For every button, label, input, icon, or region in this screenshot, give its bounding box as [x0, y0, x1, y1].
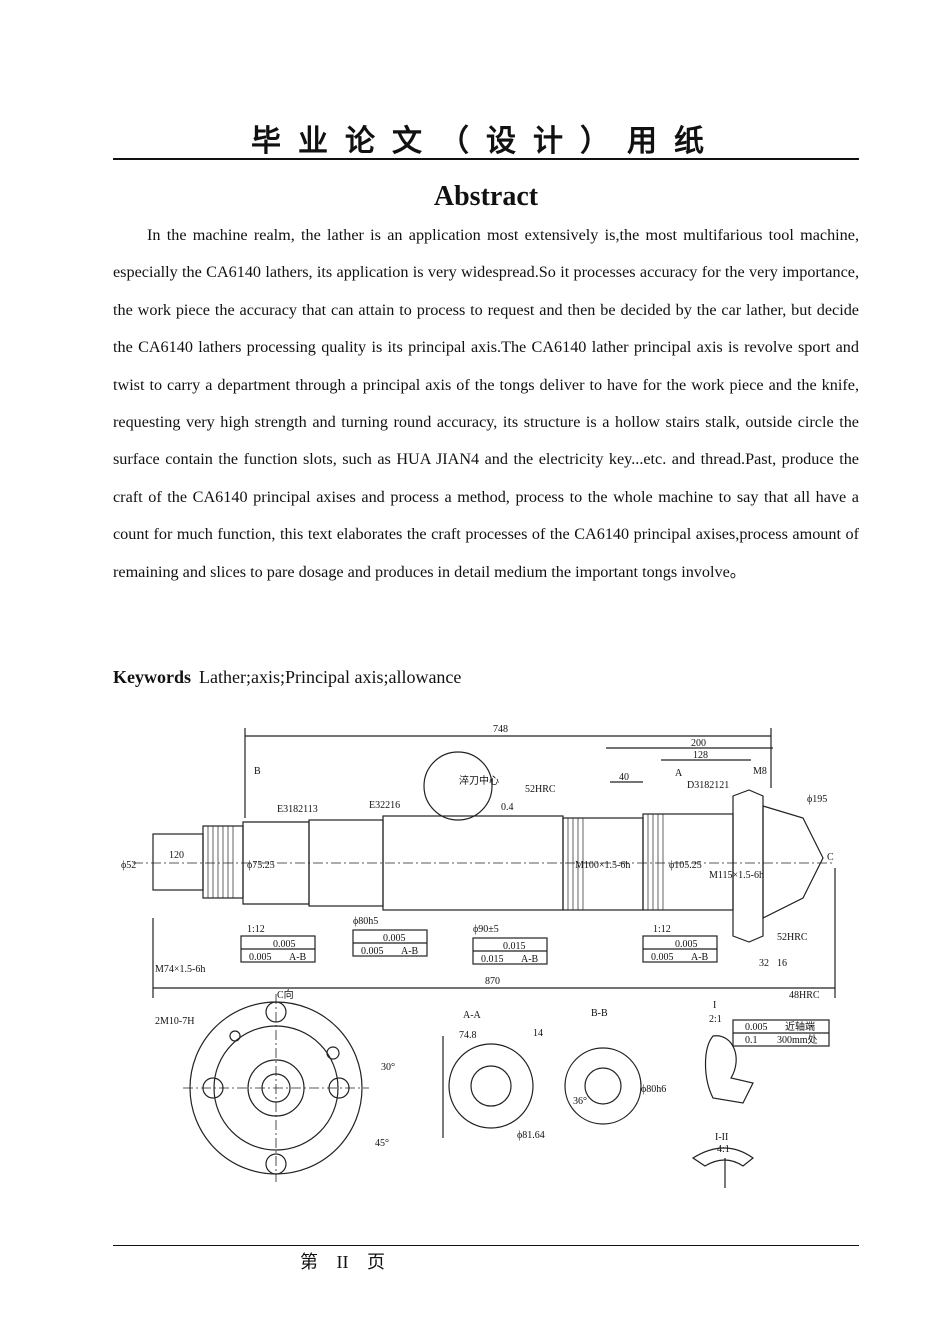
dim-36: 36° — [573, 1096, 587, 1107]
label-52hrc: 52HRC — [525, 784, 556, 795]
dim-75: ϕ75.25 — [247, 860, 275, 871]
dim-m8: M8 — [753, 766, 767, 777]
page-header-title: 毕业论文（设计）用纸 — [251, 124, 721, 159]
note-d: 300mm处 — [777, 1034, 818, 1046]
dim-14: 14 — [533, 1028, 543, 1039]
label-center: 淬刀中心 — [459, 774, 499, 787]
tol-d: 0.1 — [745, 1035, 758, 1046]
label-ra: 0.4 — [501, 802, 514, 813]
abstract-title: Abstract — [433, 181, 539, 212]
taper-right: 1:12 — [653, 924, 671, 935]
keywords-label: Keywords — [113, 667, 191, 687]
dim-81: ϕ81.64 — [517, 1130, 545, 1141]
dim-32: 32 — [759, 958, 769, 969]
tol-frame-4a: 0.005 — [675, 939, 698, 950]
dim-e32216: E32216 — [369, 800, 400, 811]
dim-195: ϕ195 — [807, 794, 827, 805]
angle-30: 30° — [381, 1062, 395, 1073]
tol-frame-4-datum: A-B — [691, 952, 709, 963]
tol-frame-4b: 0.005 — [651, 952, 674, 963]
footer-rule — [113, 1245, 859, 1246]
header-rule — [113, 158, 859, 160]
section-aa: A-A — [463, 1010, 482, 1021]
tol-frame-1a: 0.005 — [273, 939, 296, 950]
dim-74: 74.8 — [459, 1030, 477, 1041]
detail-i-scale: 2:1 — [709, 1014, 722, 1025]
dim-200: 200 — [691, 738, 706, 749]
abstract-body: In the machine realm, the lather is an a… — [113, 226, 859, 581]
angle-45: 45° — [375, 1138, 389, 1149]
tol-frame-1b: 0.005 — [249, 952, 272, 963]
dim-total-bottom: 870 — [485, 976, 500, 987]
dim-m115: M115×1.5-6h — [709, 870, 764, 881]
mark-c: C — [827, 852, 834, 863]
label-m10: 2M10-7H — [155, 1016, 194, 1027]
section-bb: B-B — [591, 1008, 608, 1019]
dim-16: 16 — [777, 958, 787, 969]
label-52hrc-b: 52HRC — [777, 932, 808, 943]
keywords-value: Lather;axis;Principal axis;allowance — [199, 667, 462, 687]
dim-e3182113: E3182113 — [277, 804, 318, 815]
dim-80b: ϕ80h6 — [641, 1084, 666, 1095]
tol-frame-1-datum: A-B — [289, 952, 307, 963]
label-c-view: C向 — [277, 988, 294, 1001]
detail-i: I — [713, 1000, 716, 1011]
tol-frame-2-datum: A-B — [401, 946, 419, 957]
label-48hrc: 48HRC — [789, 990, 820, 1001]
mark-a: A — [675, 768, 683, 779]
dim-40: 40 — [619, 772, 629, 783]
dim-total-top: 748 — [493, 724, 508, 735]
tol-frame-2b: 0.005 — [361, 946, 384, 957]
keywords-line: Keywords Lather;axis;Principal axis;allow… — [113, 667, 859, 688]
dim-128: 128 — [693, 750, 708, 761]
spindle-engineering-drawing: 748 200 128 40 B A D3182121 M8 E3182113 … — [121, 724, 836, 1188]
tol-frame-3a: 0.015 — [503, 941, 526, 952]
dim-120: 120 — [169, 850, 184, 861]
dim-105: ϕ105.25 — [669, 860, 702, 871]
dim-52: ϕ52 — [121, 860, 136, 871]
detail-i-ii-scale: 4:1 — [717, 1144, 730, 1155]
tol-c: 0.005 — [745, 1022, 768, 1033]
taper-left: 1:12 — [247, 924, 265, 935]
dim-m100: M100×1.5-6h — [575, 860, 630, 871]
dim-m74: M74×1.5-6h — [155, 964, 205, 975]
dim-90: ϕ90±5 — [473, 924, 499, 935]
tol-frame-3b: 0.015 — [481, 954, 504, 965]
detail-i-ii: I-II — [715, 1132, 728, 1143]
tol-frame-3-datum: A-B — [521, 954, 539, 965]
page-number: 第 II 页 — [300, 1252, 385, 1272]
dim-d3182121: D3182121 — [687, 780, 729, 791]
tol-frame-2a: 0.005 — [383, 933, 406, 944]
dim-80: ϕ80h5 — [353, 916, 378, 927]
mark-b: B — [254, 766, 261, 777]
note-c: 近轴端 — [785, 1020, 815, 1033]
